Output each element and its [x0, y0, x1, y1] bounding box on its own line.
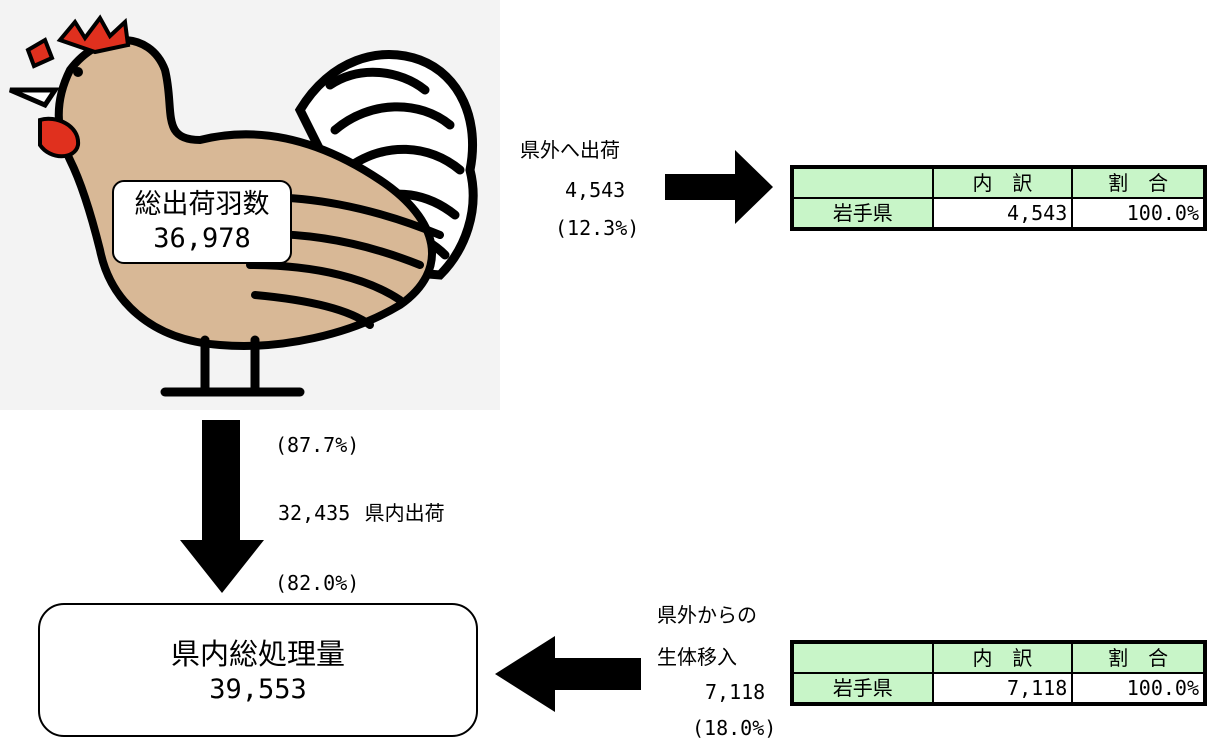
table-cell-share: 100.0%	[1071, 672, 1206, 705]
table-row: 岩手県 7,118 100.0%	[791, 672, 1206, 705]
table-header-breakdown: 内 訳	[931, 641, 1074, 674]
chicken-beak	[9, 87, 60, 109]
inbound-count: 7,118	[705, 680, 766, 704]
chicken-illustration	[0, 0, 500, 410]
outbound-label: 県外へ出荷	[520, 138, 620, 162]
table-header-blank	[791, 641, 934, 674]
table-cell-prefecture: 岩手県	[791, 672, 934, 705]
outbound-share: (12.3%)	[555, 216, 640, 240]
table-header-share: 割 合	[1071, 641, 1206, 674]
table-cell-share: 100.0%	[1071, 197, 1206, 230]
total-processing-label: 県内総処理量	[170, 637, 345, 671]
total-shipments-box: 総出荷羽数 36,978	[112, 180, 292, 264]
table-cell-count: 7,118	[931, 672, 1074, 705]
chicken-comb	[25, 14, 131, 69]
in-prefecture-arrow	[180, 420, 264, 593]
chicken-legs	[160, 335, 305, 397]
table-header-blank	[791, 166, 934, 199]
chicken-eye	[73, 67, 83, 77]
inbound-arrow	[495, 636, 641, 712]
total-shipments-value: 36,978	[153, 223, 251, 254]
in-prefecture-share-bottom: (82.0%)	[275, 571, 360, 595]
inbound-breakdown-table: 内 訳 割 合 岩手県 7,118 100.0%	[790, 640, 1207, 706]
table-row: 岩手県 4,543 100.0%	[791, 197, 1206, 230]
in-prefecture-count: 32,435	[278, 501, 351, 525]
table-cell-count: 4,543	[931, 197, 1074, 230]
inbound-share: (18.0%)	[692, 716, 777, 740]
outbound-breakdown-table: 内 訳 割 合 岩手県 4,543 100.0%	[790, 165, 1207, 231]
total-processing-box: 県内総処理量 39,553	[38, 603, 478, 737]
table-cell-prefecture: 岩手県	[791, 197, 934, 230]
in-prefecture-flow: 32,435 県内出荷	[278, 501, 445, 525]
table-header-row: 内 訳 割 合	[791, 166, 1206, 199]
table-header-row: 内 訳 割 合	[791, 641, 1206, 674]
in-prefecture-label: 県内出荷	[364, 501, 445, 525]
inbound-label-line2: 生体移入	[657, 645, 737, 669]
total-processing-value: 39,553	[209, 674, 307, 705]
outbound-count: 4,543	[565, 178, 626, 202]
table-header-share: 割 合	[1071, 166, 1206, 199]
in-prefecture-share-top: (87.7%)	[275, 433, 360, 457]
inbound-label-line1: 県外からの	[657, 603, 757, 627]
total-shipments-label: 総出荷羽数	[134, 189, 270, 220]
table-header-breakdown: 内 訳	[931, 166, 1074, 199]
chicken-wattle	[38, 116, 81, 159]
outbound-arrow	[665, 150, 773, 224]
